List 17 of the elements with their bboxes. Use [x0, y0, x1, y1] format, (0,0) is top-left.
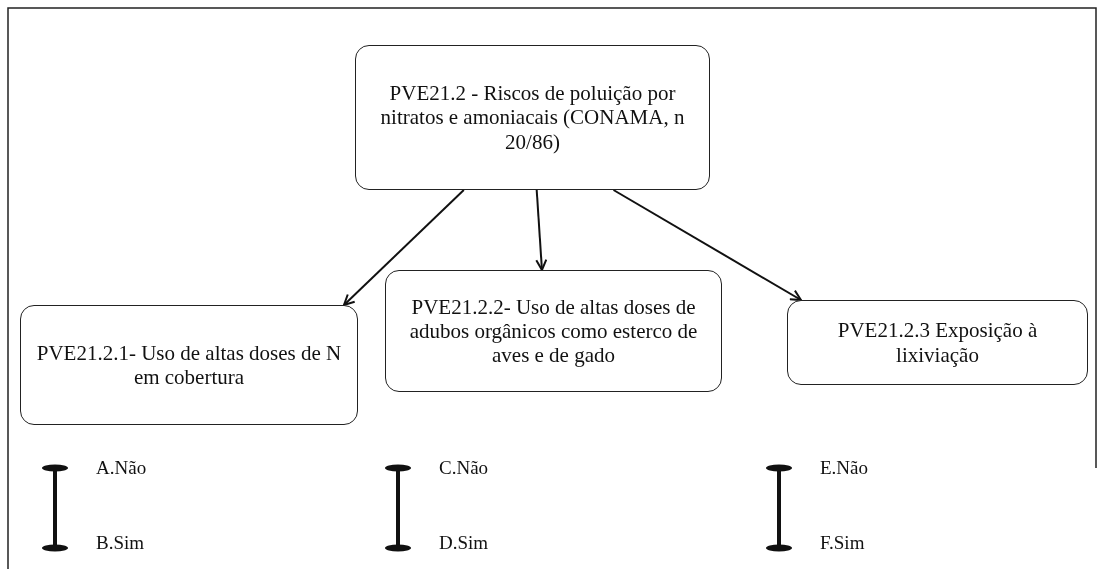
option-label: B.Sim: [96, 532, 145, 554]
box-text: PVE21.2 - Riscos de poluição por nitratos e amoniacais (CONAMA, n 20/86): [379, 81, 686, 154]
option-label: E.Não: [820, 457, 868, 479]
box-text: PVE21.2.2- Uso de altas doses de adubos orgânicos como esterco de aves e de gado: [408, 294, 699, 368]
rounded-box: [385, 270, 722, 392]
option-label: F.Sim: [820, 532, 865, 554]
box-text: PVE21.2.3 Exposição à lixiviação: [836, 318, 1039, 367]
rounded-box: [787, 300, 1088, 385]
option-label: A.Não: [96, 457, 147, 479]
rounded-box: [355, 45, 710, 190]
option-label: D.Sim: [439, 532, 489, 554]
box-text: PVE21.2.1- Uso de altas doses de N em cobertura: [35, 340, 343, 390]
option-label: C.Não: [439, 457, 489, 479]
arrow: [343, 189, 465, 306]
arrow: [535, 189, 548, 271]
rounded-box: [20, 305, 358, 425]
arrow: [612, 189, 802, 301]
